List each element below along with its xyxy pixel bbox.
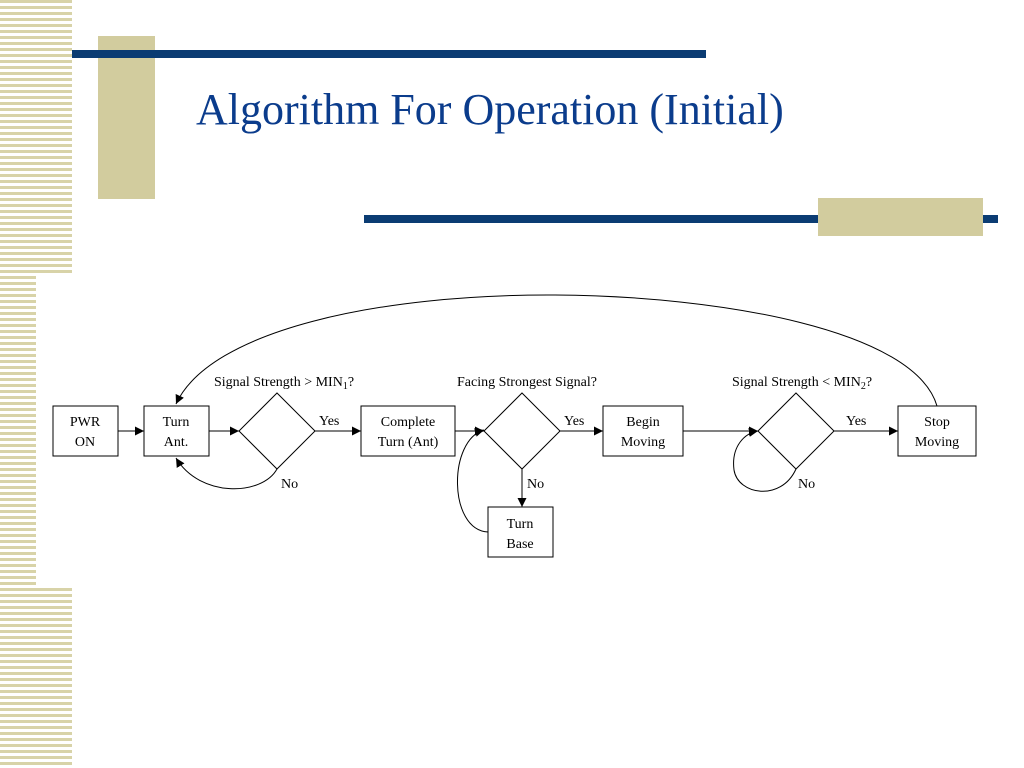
- edge-label-yes-2: Yes: [564, 414, 584, 429]
- decision-signal-min2-suffix: ?: [866, 375, 872, 390]
- node-turn-base-line1: Turn: [507, 517, 534, 532]
- decision-signal-min1-label: Signal Strength > MIN1?: [214, 375, 354, 392]
- decision-signal-min2: [757, 392, 835, 470]
- title-rule-top: [72, 50, 706, 58]
- edge-label-no-3: No: [798, 477, 815, 492]
- edge-decision1-no-loop: [175, 457, 278, 490]
- decision-signal-min2-question: Signal Strength < MIN: [732, 375, 861, 390]
- node-complete-turn-line2: Turn (Ant): [378, 435, 439, 450]
- node-pwr-on-line1: PWR: [70, 415, 101, 430]
- node-turn-base-line2: Base: [506, 537, 533, 552]
- node-turn-base: [487, 506, 554, 558]
- node-complete-turn: [360, 405, 456, 457]
- tan-accent-block-left: [98, 36, 155, 199]
- edge-turn-base-return: [457, 428, 489, 533]
- edge-label-no-2: No: [527, 477, 544, 492]
- edge-label-no-1: No: [281, 477, 298, 492]
- decision-signal-min1-subscript: 1: [343, 381, 348, 392]
- decision-signal-min2-label: Signal Strength < MIN2?: [732, 375, 872, 392]
- decision-signal-min2-subscript: 2: [861, 381, 866, 392]
- decision-facing-strongest: [483, 392, 561, 470]
- slide-title: Algorithm For Operation (Initial): [196, 85, 784, 134]
- tan-accent-block-right: [818, 198, 983, 236]
- edge-label-yes-1: Yes: [319, 414, 339, 429]
- node-pwr-on-line2: ON: [75, 435, 95, 450]
- node-stop-moving-line1: Stop: [924, 415, 950, 430]
- node-turn-ant-line2: Ant.: [164, 435, 189, 450]
- decision-signal-min1: [238, 392, 316, 470]
- edge-decision3-no-loop: [733, 427, 797, 492]
- decision-signal-min1-suffix: ?: [348, 375, 354, 390]
- node-begin-moving-line1: Begin: [626, 415, 659, 430]
- decision-signal-min1-question: Signal Strength > MIN: [214, 375, 343, 390]
- node-pwr-on: [52, 405, 119, 457]
- node-turn-ant-line1: Turn: [163, 415, 190, 430]
- node-begin-moving-line2: Moving: [621, 435, 665, 450]
- decision-facing-strongest-label: Facing Strongest Signal?: [457, 375, 597, 390]
- title-rule-bottom: [364, 215, 998, 223]
- node-complete-turn-line1: Complete: [381, 415, 435, 430]
- node-begin-moving: [602, 405, 684, 457]
- node-stop-moving-line2: Moving: [915, 435, 959, 450]
- node-stop-moving: [897, 405, 977, 457]
- edge-stop-return-loop: [175, 294, 938, 407]
- edge-label-yes-3: Yes: [846, 414, 866, 429]
